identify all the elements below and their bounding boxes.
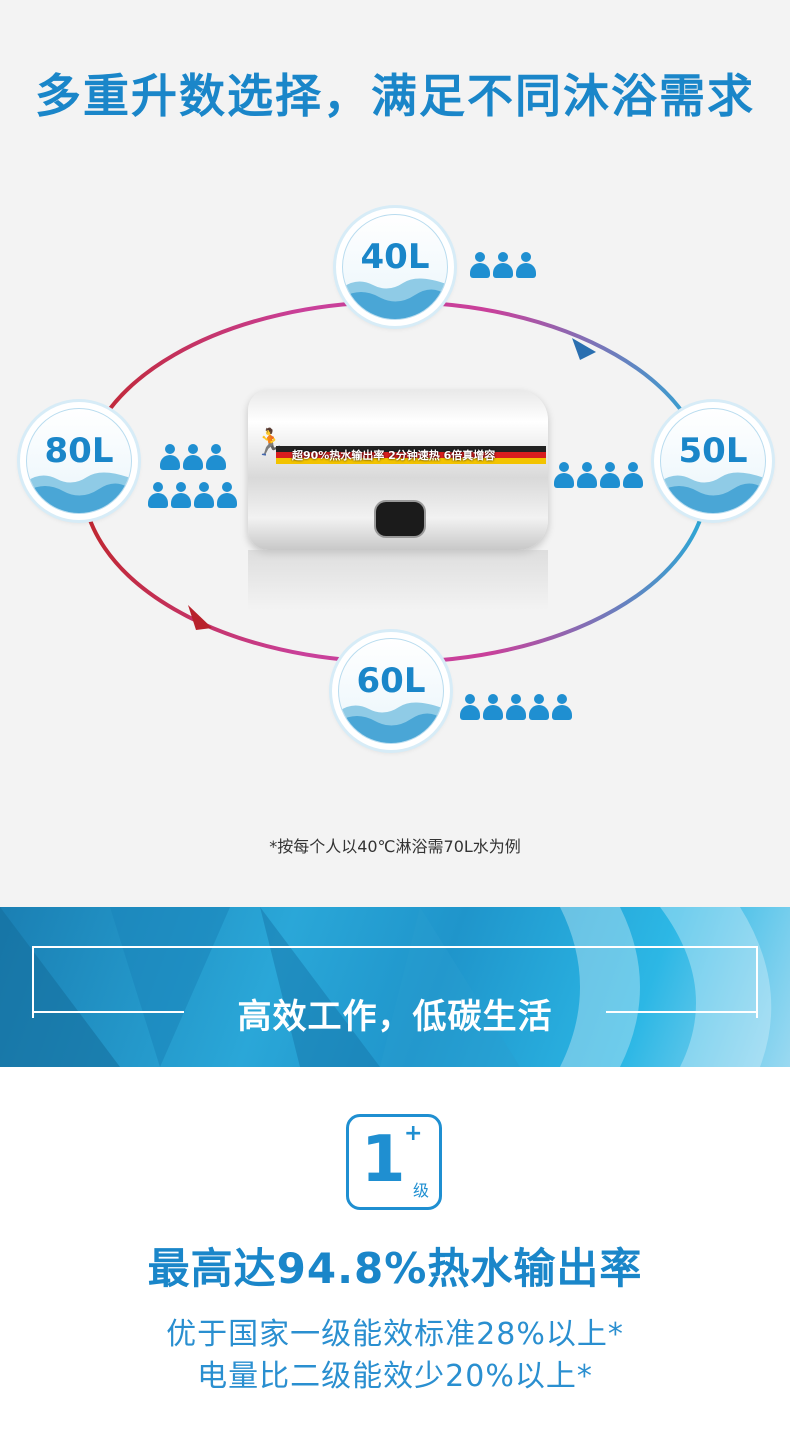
water-wave-icon xyxy=(27,472,131,513)
water-wave-icon xyxy=(343,278,447,319)
person-icon xyxy=(470,252,490,278)
efficiency-section: 1 + 级 最高达94.8%热水输出率 优于国家一级能效标准28%以上* 电量比… xyxy=(0,1067,790,1431)
feature-strip-text: 超90%热水输出率 2分钟速热 6倍真增容 xyxy=(292,449,496,462)
person-icon xyxy=(194,482,214,508)
people-80l-row1 xyxy=(160,444,232,470)
slogan-frame xyxy=(32,946,758,1018)
people-40l xyxy=(470,252,542,278)
water-wave-icon xyxy=(661,472,765,513)
energy-grade-badge: 1 + 级 xyxy=(346,1114,442,1210)
volume-bubble-40l: 40L xyxy=(336,208,454,326)
person-icon xyxy=(483,694,503,720)
heater-display xyxy=(374,500,426,538)
person-icon xyxy=(516,252,536,278)
people-50l xyxy=(554,462,648,488)
person-icon xyxy=(493,252,513,278)
slogan-text: 高效工作，低碳生活 xyxy=(237,997,553,1037)
volume-bubble-80l: 80L xyxy=(20,402,138,520)
volume-bubble-60l: 60L xyxy=(332,632,450,750)
person-icon xyxy=(148,482,168,508)
slogan-line-left xyxy=(32,1011,184,1013)
efficiency-line-1: 优于国家一级能效标准28%以上* xyxy=(166,1317,624,1352)
volume-label: 50L xyxy=(678,431,748,471)
volume-bubble-50l: 50L xyxy=(654,402,772,520)
ring-arrow-lower xyxy=(188,605,212,630)
footnote: *按每个人以40℃淋浴需70L水为例 xyxy=(269,837,521,856)
person-icon xyxy=(600,462,620,488)
ring-arrow-upper xyxy=(572,338,596,360)
grade-unit: 级 xyxy=(413,1181,430,1200)
volume-label: 60L xyxy=(356,661,426,701)
section-title: 多重升数选择，满足不同沐浴需求 xyxy=(35,69,755,123)
person-icon xyxy=(554,462,574,488)
volume-label: 40L xyxy=(360,237,430,277)
person-icon xyxy=(552,694,572,720)
volume-label: 80L xyxy=(44,431,114,471)
heater-reflection xyxy=(248,550,548,610)
grade-number: 1 xyxy=(361,1123,406,1197)
person-icon xyxy=(506,694,526,720)
person-icon xyxy=(183,444,203,470)
capacity-section: 多重升数选择，满足不同沐浴需求 40L xyxy=(20,69,772,856)
water-heater-image: 🏃 超90%热水输出率 2分钟速热 6倍真增容 xyxy=(248,390,548,550)
slogan-line-right xyxy=(606,1011,758,1013)
person-icon xyxy=(171,482,191,508)
person-icon xyxy=(460,694,480,720)
efficiency-headline: 最高达94.8%热水输出率 xyxy=(147,1244,643,1293)
slogan-banner: 高效工作，低碳生活 xyxy=(0,907,790,1067)
efficiency-line-2: 电量比二级能效少20%以上* xyxy=(197,1359,593,1394)
people-80l-row2 xyxy=(148,482,242,508)
water-wave-icon xyxy=(339,702,443,743)
person-icon xyxy=(160,444,180,470)
person-icon xyxy=(577,462,597,488)
person-icon xyxy=(217,482,237,508)
person-icon xyxy=(206,444,226,470)
grade-plus: + xyxy=(404,1121,423,1146)
person-icon xyxy=(623,462,643,488)
people-60l xyxy=(460,694,576,720)
person-icon xyxy=(529,694,549,720)
feature-strip: 超90%热水输出率 2分钟速热 6倍真增容 xyxy=(276,446,546,464)
